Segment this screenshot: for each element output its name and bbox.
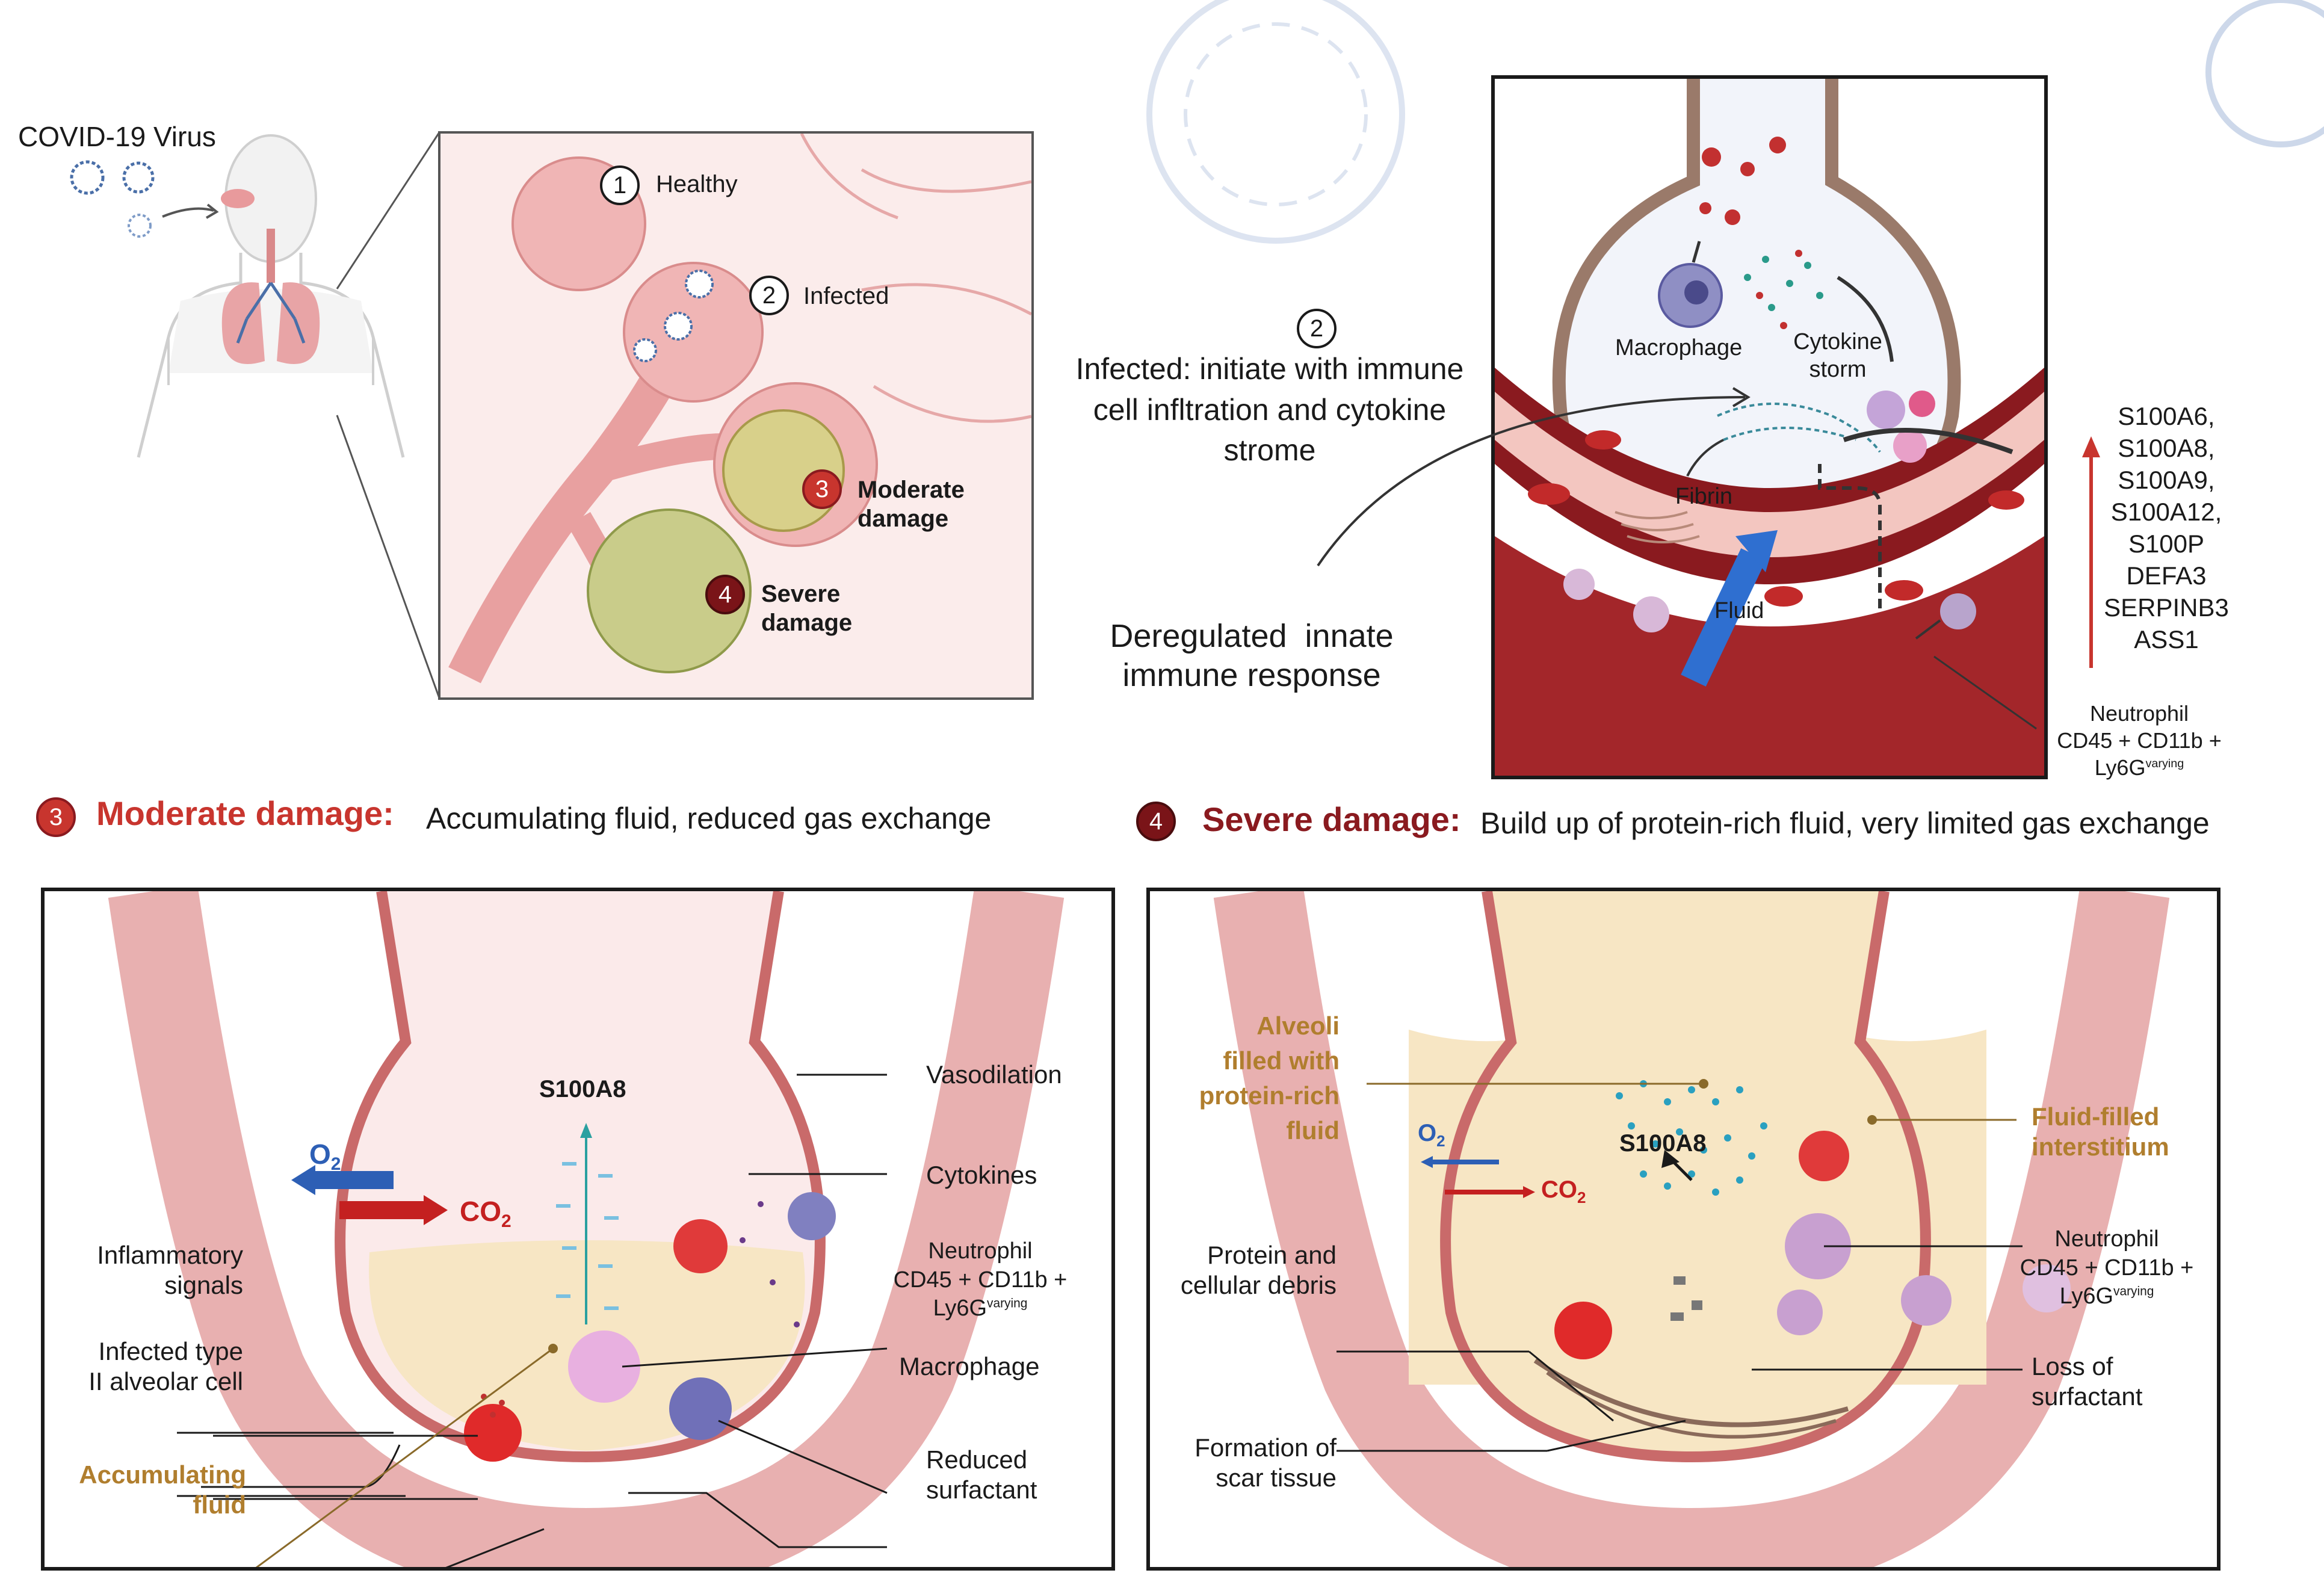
inflammatory-signals-label: Inflammatory signals [97, 1241, 243, 1300]
co2-label: CO2 [1541, 1176, 1586, 1207]
cytokines-label: Cytokines [926, 1161, 1037, 1189]
o2-label: O2 [309, 1139, 341, 1175]
moderate-description: Accumulating fluid, reduced gas exchange [426, 802, 992, 835]
severe-heading: Severe damage: [1202, 800, 1461, 838]
connector-arrows [1317, 387, 1751, 567]
s100a8-label: S100A8 [1619, 1130, 1707, 1157]
neutrophil-ly6g: Ly6Gvarying [2094, 755, 2184, 780]
stage-1-badge: 1 [600, 165, 640, 205]
cytokine-storm-label: Cytokine storm [1793, 329, 1882, 382]
stage-moderate-label: Moderate damage [858, 477, 965, 532]
gene-item: S100A6, [2118, 402, 2215, 430]
moderate-damage-panel: O2 CO2 S100A8 Vasodilation Cytokines Neu… [41, 885, 1115, 1576]
protein-debris-label: Protein and cellular debris [1180, 1241, 1337, 1300]
virus-decoration-icon [1146, 0, 2324, 244]
neutrophil-ly6g: Ly6Gvarying [2059, 1284, 2154, 1309]
immune-infiltration-illustration [1495, 79, 2044, 776]
lungs-icon [221, 189, 320, 364]
neutrophil-name: Neutrophil [928, 1238, 1033, 1264]
infected-type-ii-label: Infected type II alveolar cell [88, 1337, 243, 1396]
neutrophil-markers: CD45 + CD11b + [2057, 728, 2222, 753]
stage-3-badge: 3 [802, 469, 842, 509]
alveoli-filled-label: Alveoli filled with protein-rich fluid [1199, 1012, 1340, 1145]
severe-description: Build up of protein-rich fluid, very lim… [1480, 806, 2210, 840]
moderate-badge: 3 [36, 797, 76, 837]
severe-alveolus-illustration [1213, 885, 2170, 1576]
gene-item: DEFA3 [2126, 561, 2207, 590]
covid-virus-label: COVID-19 Virus [18, 121, 216, 152]
gene-item: SERPINB3 [2104, 593, 2229, 622]
deregulated-response-label: Deregulated innate immune response [1110, 618, 1394, 693]
fibrin-label: Fibrin [1675, 484, 1733, 509]
neutrophil-ly6g: Ly6Gvarying [933, 1296, 1028, 1321]
accumulating-fluid-label: Accumulating fluid [79, 1460, 246, 1519]
stage-severe-label: Severe damage [761, 581, 853, 636]
gene-item: S100A8, [2118, 434, 2215, 462]
infected-stage-badge: 2 [1297, 309, 1337, 348]
moderate-alveolus-illustration [108, 885, 1065, 1576]
stage-infected-label: Infected [803, 283, 889, 309]
loss-of-surfactant-label: Loss of surfactant [2032, 1352, 2143, 1411]
macrophage-label: Macrophage [1615, 335, 1743, 360]
gene-list: S100A6, S100A8, S100A9, S100A12, S100P D… [2100, 400, 2233, 655]
macrophage-label: Macrophage [899, 1352, 1040, 1380]
neutrophil-markers: CD45 + CD11b + [893, 1267, 1068, 1293]
o2-label: O2 [1418, 1120, 1445, 1150]
gene-item: ASS1 [2134, 625, 2199, 654]
neutrophil-name: Neutrophil [2089, 701, 2189, 726]
alveoli-illustration [448, 132, 1033, 684]
vasodilation-label: Vasodilation [926, 1060, 1062, 1089]
neutrophil-name: Neutrophil [2054, 1226, 2159, 1252]
scar-tissue-label: Formation of scar tissue [1194, 1433, 1337, 1492]
gene-item: S100P [2128, 530, 2205, 558]
alveoli-stages-panel [438, 131, 1034, 700]
gene-item: S100A9, [2118, 466, 2215, 494]
gene-item: S100A12, [2110, 498, 2222, 526]
immune-infiltration-panel: Macrophage Cytokine storm Fibrin Fluid [1491, 75, 2048, 779]
severe-badge: 4 [1136, 802, 1176, 841]
human-silhouette [137, 134, 405, 458]
stage-4-badge: 4 [705, 575, 745, 614]
s100a8-label: S100A8 [539, 1076, 626, 1102]
reduced-surfactant-label: Reduced surfactant [926, 1445, 1037, 1504]
fluid-filled-interstitium-label: Fluid-filled interstitium [2032, 1102, 2169, 1161]
severe-damage-panel: O2 CO2 S100A8 Alveoli filled with protei… [1146, 885, 2220, 1576]
virus-particles-icon [70, 160, 219, 238]
neutrophil-callout-severe: Neutrophil CD45 + CD11b + Ly6Gvarying [2004, 1225, 2209, 1311]
moderate-heading: Moderate damage: [96, 794, 394, 832]
infected-description: Infected: initiate with immune cell infl… [1075, 352, 1464, 467]
stage-2-badge: 2 [749, 276, 789, 315]
neutrophil-markers: CD45 + CD11b + [2020, 1255, 2194, 1281]
co2-label: CO2 [460, 1196, 511, 1232]
neutrophil-callout-moderate: Neutrophil CD45 + CD11b + Ly6Gvarying [875, 1237, 1086, 1323]
fluid-label: Fluid [1714, 598, 1764, 623]
stage-healthy-label: Healthy [656, 171, 738, 197]
upregulation-arrow-icon [2082, 436, 2100, 668]
neutrophil-callout-top: Neutrophil CD45 + CD11b + Ly6Gvarying [2040, 700, 2239, 781]
